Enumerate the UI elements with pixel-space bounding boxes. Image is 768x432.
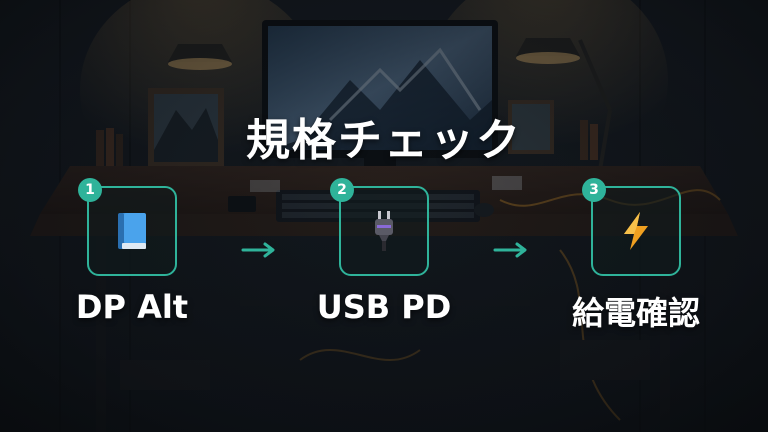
step-2-card: 2	[339, 186, 429, 276]
step-2-label: USB PD	[284, 288, 484, 326]
arrow-right-icon	[493, 241, 529, 259]
step-1-label: DP Alt	[32, 288, 232, 326]
power-plug-icon	[362, 209, 406, 253]
book-icon	[110, 209, 154, 253]
step-3-number-badge: 3	[582, 178, 606, 202]
step-3-label: 給電確認	[536, 288, 736, 334]
step-2-number-badge: 2	[330, 178, 354, 202]
step-1-number-badge: 1	[78, 178, 102, 202]
step-3-card: 3	[591, 186, 681, 276]
page-title: 規格チェック	[0, 104, 768, 168]
lightning-bolt-icon	[614, 209, 658, 253]
step-1-card: 1	[87, 186, 177, 276]
arrow-right-icon	[241, 241, 277, 259]
